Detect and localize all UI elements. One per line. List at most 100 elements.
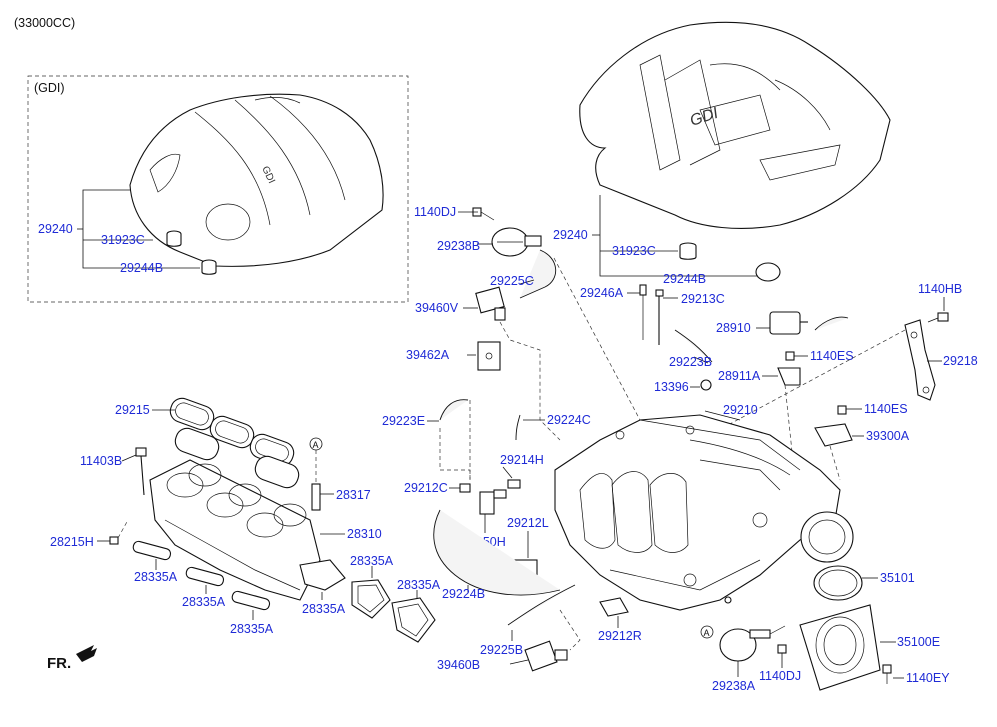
solenoid-valve-39460V xyxy=(475,286,506,321)
lower-manifold-28310 xyxy=(149,459,321,601)
label-29223B: 29223B xyxy=(669,355,712,369)
gasket-28335A-3 xyxy=(231,590,271,611)
label-28335A-1: 28335A xyxy=(134,570,178,584)
group-code-label: (33000CC) xyxy=(14,16,75,30)
label-29238B: 29238B xyxy=(437,239,480,253)
gdi-variant-box xyxy=(27,75,409,303)
engine-cover-right-illustration: GDI xyxy=(579,21,891,229)
bracket-29212R xyxy=(599,597,629,617)
label-29213C: 29213C xyxy=(681,292,725,306)
pcv-valve-28910 xyxy=(769,311,849,335)
bolt-11403B xyxy=(135,447,147,496)
label-1140DJ-bottom: 1140DJ xyxy=(759,669,801,683)
label-28335A-4: 28335A xyxy=(302,602,346,616)
stud-29213C xyxy=(655,289,664,345)
label-29224C: 29224C xyxy=(547,413,591,427)
label-29240-left: 29240 xyxy=(38,222,73,236)
stud-28317 xyxy=(311,483,321,511)
front-arrow-icon xyxy=(76,645,97,662)
hose-29223B xyxy=(674,329,713,363)
label-1140ES-b: 1140ES xyxy=(864,402,908,416)
fitting-29214H xyxy=(507,479,521,489)
grommet-right xyxy=(755,262,781,282)
throttle-flange xyxy=(800,511,854,563)
bolt-1140HB xyxy=(927,312,949,323)
engine-cover-left-illustration: GDI xyxy=(129,93,384,267)
label-29224B: 29224B xyxy=(442,587,485,601)
valve-28350H xyxy=(479,489,507,515)
oil-filler-cap-left xyxy=(166,230,182,247)
fr-label: FR. xyxy=(47,655,71,672)
label-29210: 29210 xyxy=(723,403,758,417)
gasket-set-29215 xyxy=(169,397,300,489)
label-28910: 28910 xyxy=(716,321,751,335)
bolt-1140DJ-top xyxy=(472,207,495,221)
label-31923C-left: 31923C xyxy=(101,233,145,247)
gasket-28335A-5 xyxy=(351,579,391,619)
label-29223E: 29223E xyxy=(382,414,425,428)
gasket-28335A-6 xyxy=(391,597,436,643)
bolt-1140ES-a xyxy=(785,351,795,361)
plug-28215H xyxy=(109,536,119,545)
label-29225C: 29225C xyxy=(490,274,534,288)
label-29246A: 29246A xyxy=(580,286,624,300)
ref-marker-a-upper: A xyxy=(309,437,323,451)
solenoid-valve-39460B xyxy=(524,640,568,672)
bolt-1140EY xyxy=(882,664,892,684)
label-29212C: 29212C xyxy=(404,481,448,495)
bolt-1140ES-b xyxy=(837,405,847,415)
label-29240-right: 29240 xyxy=(553,228,588,242)
label-29225B: 29225B xyxy=(480,643,523,657)
small-bolt-manifold xyxy=(724,596,732,604)
label-1140HB: 1140HB xyxy=(918,282,962,296)
label-28335A-6: 28335A xyxy=(397,578,441,592)
label-29244B-left: 29244B xyxy=(120,261,163,275)
label-39300A: 39300A xyxy=(866,429,910,443)
label-29244B-right: 29244B xyxy=(663,272,706,286)
bracket-29218 xyxy=(904,319,936,401)
label-39462A: 39462A xyxy=(406,348,450,362)
clip-29212C xyxy=(459,483,471,493)
bracket-39462A xyxy=(477,341,501,371)
gasket-35101 xyxy=(813,565,863,601)
gdi-variant-label: (GDI) xyxy=(34,81,65,95)
label-1140EY: 1140EY xyxy=(906,671,950,685)
nut-13396 xyxy=(700,379,712,391)
actuator-29238B xyxy=(491,227,542,257)
gasket-28335A-1 xyxy=(132,540,172,561)
label-31923C-right: 31923C xyxy=(612,244,656,258)
label-29238A: 29238A xyxy=(712,679,756,693)
bracket-28911A xyxy=(777,367,801,386)
label-29214H: 29214H xyxy=(500,453,544,467)
label-28335A-2: 28335A xyxy=(182,595,226,609)
label-39460V: 39460V xyxy=(415,301,459,315)
throttle-body-35100E xyxy=(799,604,881,691)
label-1140DJ-top: 1140DJ xyxy=(414,205,456,219)
oil-filler-cap-right xyxy=(679,242,697,260)
intake-manifold-29210 xyxy=(554,414,841,611)
label-28317: 28317 xyxy=(336,488,371,502)
fitting-29246A xyxy=(639,284,647,340)
label-28310: 28310 xyxy=(347,527,382,541)
hose-29225B xyxy=(507,584,576,626)
map-sensor-39300A xyxy=(814,423,853,447)
gasket-28335A-4 xyxy=(299,559,346,591)
svg-text:A: A xyxy=(704,628,710,638)
label-35100E: 35100E xyxy=(897,635,940,649)
hose-29224B xyxy=(433,509,561,596)
label-29212R: 29212R xyxy=(598,629,642,643)
hose-29225C xyxy=(519,249,557,299)
svg-text:A: A xyxy=(313,440,319,450)
label-28335A-5: 28335A xyxy=(350,554,394,568)
label-28911A: 28911A xyxy=(718,369,761,383)
front-direction-indicator: FR. xyxy=(47,645,97,672)
hose-29223E xyxy=(439,399,469,421)
label-13396: 13396 xyxy=(654,380,689,394)
label-35101: 35101 xyxy=(880,571,915,585)
label-29212L: 29212L xyxy=(507,516,549,530)
hose-29224C xyxy=(515,414,521,441)
label-1140ES-a: 1140ES xyxy=(810,349,854,363)
ref-marker-a-lower: A xyxy=(700,625,714,639)
actuator-29238A xyxy=(719,625,786,662)
